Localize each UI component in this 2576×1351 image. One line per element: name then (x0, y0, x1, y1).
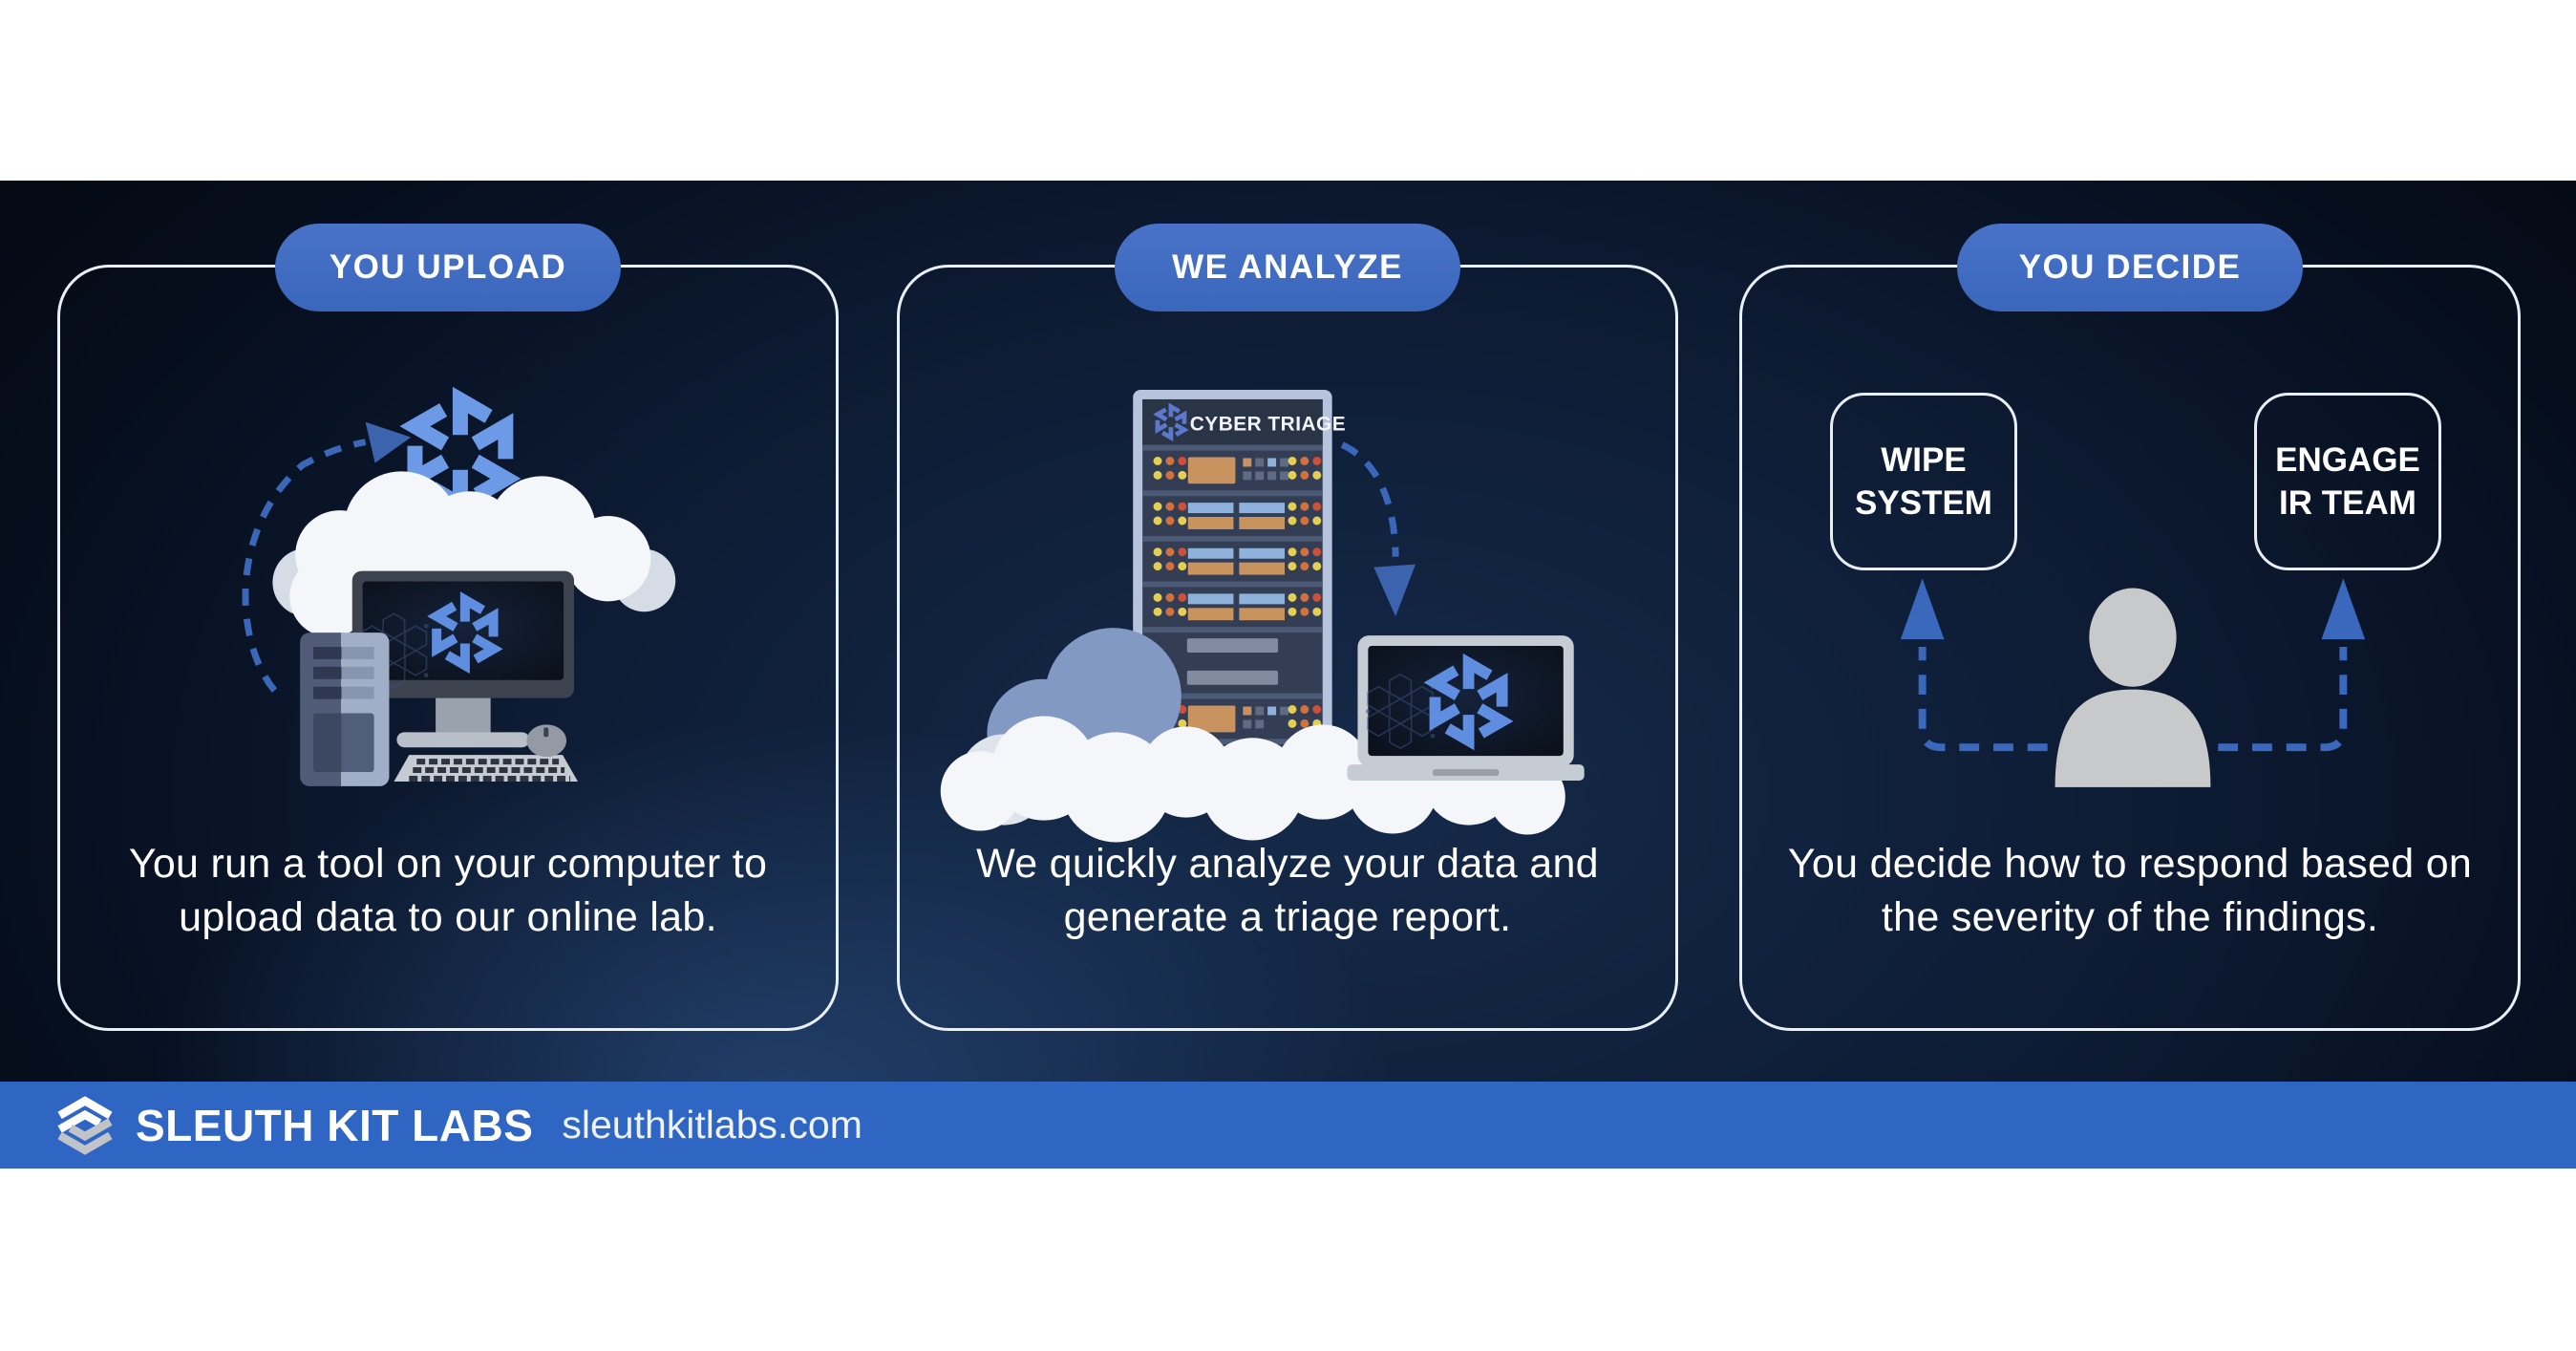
card-caption: You run a tool on your computer to uploa… (89, 837, 807, 944)
footer-bar: SLEUTH KIT LABS sleuthkitlabs.com (0, 1082, 2576, 1169)
brand-name: SLEUTH KIT LABS (136, 1100, 534, 1150)
server-label: CYBER TRIAGE (1190, 414, 1346, 436)
server-row-leds (1153, 592, 1322, 621)
laptop-icon (1347, 635, 1585, 781)
sleuth-kit-logo-icon (57, 1095, 113, 1155)
badge-you-upload: YOU UPLOAD (275, 224, 621, 311)
decision-label-line: IR TEAM (2279, 484, 2416, 522)
decide-illustration (1900, 578, 2366, 787)
caption-line: upload data to our online lab. (179, 894, 717, 940)
card-you-upload: YOU UPLOAD (57, 224, 839, 1031)
upload-arrow-icon (242, 421, 412, 693)
card-caption: You decide how to respond based on the s… (1771, 837, 2489, 944)
caption-line: We quickly analyze your data and (976, 841, 1599, 887)
keyboard-icon (394, 755, 578, 782)
decision-box-wipe-system: WIPE SYSTEM (1830, 393, 2017, 570)
decision-label-line: SYSTEM (1855, 484, 1992, 522)
decision-box-engage-ir-team: ENGAGE IR TEAM (2254, 393, 2441, 570)
server-row-leds (1153, 705, 1322, 733)
decision-label-line: ENGAGE (2275, 441, 2420, 479)
cloud-icon (272, 471, 676, 638)
desktop-tower-icon (300, 633, 390, 786)
decision-label-line: WIPE (1881, 441, 1967, 479)
server-row-leds (1153, 547, 1322, 575)
server-row-leds (1153, 502, 1322, 529)
caption-line: You run a tool on your computer to (128, 841, 768, 887)
caption-line: You decide how to respond based on (1787, 841, 2473, 887)
analyze-arrow-icon (1282, 435, 1416, 617)
badge-you-decide: YOU DECIDE (1957, 224, 2303, 311)
monitor-icon (351, 570, 575, 748)
mouse-icon (526, 724, 567, 758)
analyze-illustration: CYBER TRIAGE (940, 390, 1585, 843)
badge-we-analyze: WE ANALYZE (1115, 224, 1460, 311)
person-icon (2054, 588, 2211, 787)
caption-line: the severity of the findings. (1881, 894, 2379, 940)
card-caption: We quickly analyze your data and generat… (928, 837, 1647, 944)
card-you-decide: YOU DECIDE WIPE (1739, 224, 2521, 1031)
caption-line: generate a triage report. (1063, 894, 1512, 940)
server-row-leds (1153, 457, 1322, 484)
upload-illustration (242, 268, 676, 786)
decision-arrow-right-icon (2218, 578, 2366, 752)
brand-website: sleuthkitlabs.com (562, 1103, 862, 1147)
decision-arrow-left-icon (1900, 578, 2048, 752)
dark-stage: YOU UPLOAD (0, 181, 2576, 1082)
card-we-analyze: WE ANALYZE CYBER TRIAGE (897, 224, 1678, 1031)
